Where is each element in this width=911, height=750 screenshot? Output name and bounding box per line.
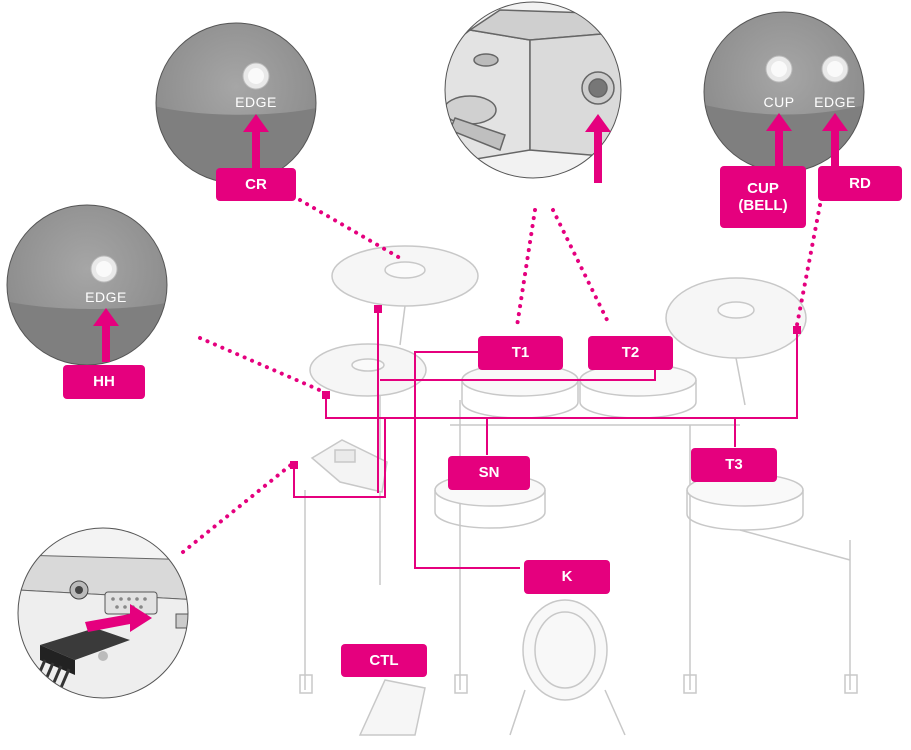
- label-snare: SN: [448, 456, 530, 490]
- ride-cymbal: [665, 277, 807, 406]
- kick-pad: [509, 599, 626, 736]
- jack-socket-icon: [821, 55, 849, 83]
- label-tom2: T2: [588, 336, 673, 370]
- label-ride: RD: [818, 166, 902, 201]
- tom2-pad: [579, 363, 697, 419]
- inset-module-connector: [17, 527, 189, 699]
- hihat-controller-pedal: [358, 679, 426, 736]
- arrow-right-icon: [85, 604, 152, 632]
- jack-socket-icon: [90, 255, 118, 283]
- label-cup-bell: CUP (BELL): [720, 166, 806, 228]
- crash-edge-label: EDGE: [235, 94, 277, 110]
- label-crash: CR: [216, 168, 296, 201]
- inset-hihat-edge: EDGE: [6, 204, 168, 366]
- hihat-edge-label: EDGE: [85, 289, 127, 305]
- cable-routes: [293, 310, 798, 569]
- arrow-up-icon: [766, 113, 792, 169]
- dotted-leaders: [181, 198, 822, 554]
- label-controller: CTL: [341, 644, 427, 677]
- rack-frame: [299, 400, 858, 694]
- arrow-up-icon: [585, 114, 611, 183]
- jack-socket-icon: [242, 62, 270, 90]
- drum-module: [310, 439, 388, 493]
- crash-cymbal: [331, 245, 479, 346]
- inset-ride-cup-edge: CUP EDGE: [703, 11, 865, 173]
- label-tom3: T3: [691, 448, 777, 482]
- label-tom1: T1: [478, 336, 563, 370]
- ride-cup-label: CUP: [763, 94, 794, 110]
- label-hihat: HH: [63, 365, 145, 399]
- ride-edge-label: EDGE: [814, 94, 856, 110]
- label-kick: K: [524, 560, 610, 594]
- connection-points: [290, 305, 801, 469]
- tom1-pad: [461, 363, 579, 419]
- arrow-up-icon: [93, 308, 119, 362]
- jack-socket-icon: [765, 55, 793, 83]
- tom3-pad: [686, 473, 804, 531]
- arrow-up-icon: [822, 113, 848, 169]
- inset-tom-jack: [444, 1, 622, 183]
- arrow-up-icon: [243, 114, 269, 168]
